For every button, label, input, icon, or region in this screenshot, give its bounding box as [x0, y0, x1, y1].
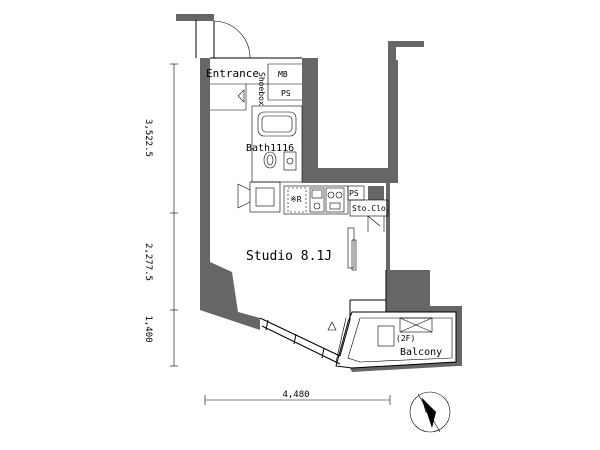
balcony-area	[335, 311, 457, 369]
sliding-door	[347, 227, 355, 269]
dim-left-mid: 2,277.5	[143, 243, 153, 281]
wall-top-stub	[176, 14, 214, 21]
sink-kitchen	[309, 187, 325, 213]
entrance-door-swing	[213, 20, 251, 59]
fridge-space	[287, 187, 307, 213]
stove	[325, 187, 345, 213]
bathtub	[257, 111, 297, 137]
label-balcony-floor: (2F)	[396, 334, 415, 343]
label-balcony: Balcony	[400, 347, 442, 358]
wall-balcony-bottom	[350, 362, 458, 372]
wall-top-right-stub	[388, 41, 424, 47]
wall-balcony-right	[456, 306, 462, 366]
wall-right-studio	[386, 183, 390, 270]
dim-left-bottom: 1,400	[143, 315, 153, 342]
wall-left	[200, 58, 260, 330]
label-entrance: Entrance	[206, 67, 259, 80]
label-mb: MB	[278, 70, 288, 79]
wall-top-right-post	[388, 41, 396, 61]
label-ps-kitchen: PS	[349, 189, 359, 198]
label-studio: Studio 8.1J	[246, 249, 332, 264]
washer-space	[249, 181, 281, 213]
balcony-unit	[377, 325, 395, 347]
ac-outdoor-unit	[399, 317, 433, 333]
wall-center	[302, 58, 398, 183]
label-storage: Sto.Clo.	[352, 204, 391, 213]
ps-dark-block	[368, 186, 384, 200]
label-ps-top: PS	[281, 89, 291, 98]
north-arrow-icon	[409, 391, 451, 433]
dim-bottom: 4,480	[282, 390, 309, 400]
label-shoebox: Shoebox	[257, 72, 266, 106]
dim-left-top: 3,522.5	[143, 119, 153, 157]
label-fridge: ※R	[290, 195, 302, 204]
sink	[283, 151, 297, 171]
wall-right-lower	[386, 270, 460, 312]
storage-closet	[349, 199, 389, 217]
toilet	[263, 151, 277, 169]
label-bath: Bath1116	[246, 143, 294, 154]
